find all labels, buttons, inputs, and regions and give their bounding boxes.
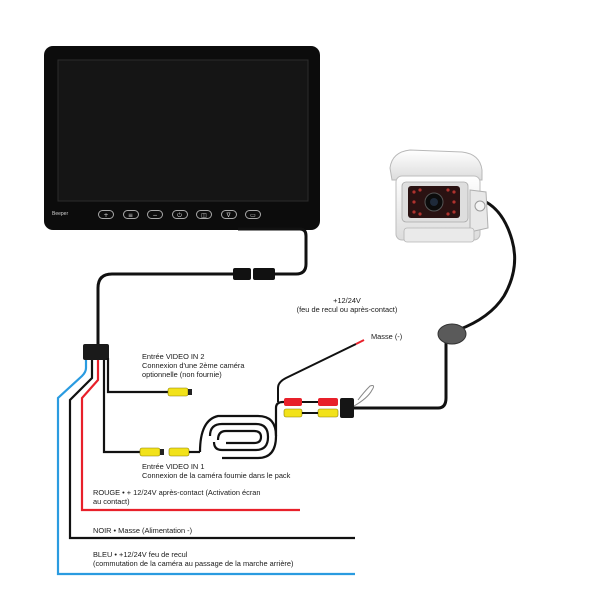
minus-button[interactable]: −: [147, 210, 163, 219]
monitor: [44, 46, 320, 230]
blue-wire-label-line2: (commutation de la caméra au passage de …: [93, 559, 294, 569]
video-in1-wire: [102, 360, 140, 454]
cable-grommet: [437, 323, 467, 345]
rear-camera: [389, 149, 489, 243]
power-top-label-block: +12/24V (feu de recul ou après-contact): [262, 296, 432, 314]
power-top-label: +12/24V: [333, 296, 361, 305]
black-wire: [68, 360, 355, 540]
video-in1-title: Entrée VIDEO IN 1: [142, 462, 205, 471]
monitor-brand-logo: Beeper: [52, 211, 69, 217]
camera-red-plug-a: [284, 398, 302, 406]
power-wire: [277, 343, 357, 402]
video-in1-label-block: Entrée VIDEO IN 1 Connexion de la caméra…: [142, 462, 290, 480]
menu-icon: ≡: [127, 212, 134, 219]
red-wire-label-line2: au contact): [93, 497, 130, 507]
red-wire: [80, 360, 300, 512]
power-icon: ⏻: [177, 212, 182, 219]
camera-red-plug-b: [318, 398, 338, 406]
black-wire-label: NOIR • Masse (Alimentation -): [93, 526, 193, 535]
menu-button[interactable]: ≡: [122, 210, 139, 219]
volume-icon: ∇: [226, 212, 231, 219]
video-in2-plug: [167, 387, 189, 397]
video-in1-plug-a: [139, 447, 161, 457]
blue-wire: [56, 360, 355, 576]
power-top-sublabel: (feu de recul ou après-contact): [296, 305, 398, 315]
junction-block: [83, 344, 109, 360]
plus-icon: +: [103, 212, 109, 219]
monitor-cable: [238, 227, 308, 276]
video-in2-line1: Connexion d'une 2ème caméra: [142, 361, 245, 371]
red-wire-label-block: ROUGE • + 12/24V après-contact (Activati…: [93, 488, 261, 506]
plus-button[interactable]: +: [98, 210, 114, 219]
red-wire-label-line1: ROUGE • + 12/24V après-contact (Activati…: [93, 488, 261, 497]
source-icon: ◫: [201, 212, 207, 219]
blue-wire-label-line1: BLEU • +12/24V feu de recul: [93, 550, 188, 559]
video-in2-wire: [106, 358, 168, 394]
monitor-connector-a: [253, 268, 275, 280]
mode-button[interactable]: ▭: [245, 210, 261, 219]
video-in1-plug-b: [168, 447, 190, 457]
camera-cable: [354, 342, 448, 410]
volume-button[interactable]: ∇: [220, 210, 237, 219]
video-in2-title: Entrée VIDEO IN 2: [142, 352, 205, 361]
source-button[interactable]: ◫: [196, 210, 212, 219]
blue-wire-label-block: BLEU • +12/24V feu de recul (commutation…: [93, 550, 293, 568]
ground-label: Masse (-): [371, 332, 403, 341]
monitor-connector-b: [233, 268, 251, 280]
power-button[interactable]: ⏻: [171, 210, 188, 219]
minus-icon: −: [152, 212, 158, 219]
camera-yellow-plug-b: [317, 408, 339, 418]
coiled-cable: [198, 400, 290, 460]
video-in2-label-block: Entrée VIDEO IN 2 Connexion d'une 2ème c…: [142, 352, 244, 380]
video-in1-line1: Connexion de la caméra fournie dans le p…: [142, 471, 291, 481]
camera-yellow-plug-a: [283, 408, 303, 418]
mode-icon: ▭: [250, 212, 256, 219]
video-in2-line2: optionnelle (non fournie): [142, 370, 222, 380]
